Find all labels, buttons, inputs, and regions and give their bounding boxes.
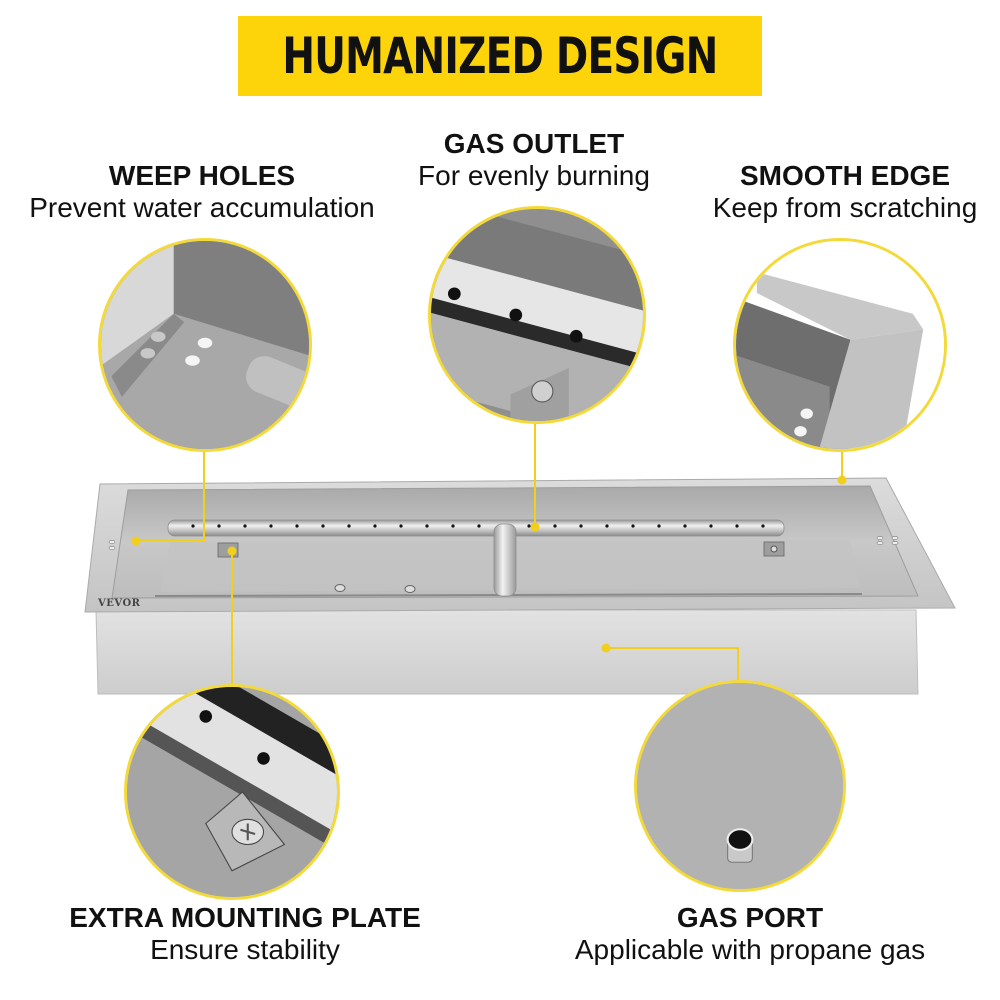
smooth-edge-detail-image bbox=[733, 238, 947, 452]
callout-title: GAS OUTLET bbox=[443, 128, 625, 159]
callout-subtitle: Keep from scratching bbox=[712, 192, 978, 224]
callout-subtitle: For evenly burning bbox=[418, 160, 650, 192]
callout-title: WEEP HOLES bbox=[108, 160, 296, 191]
title-banner: HUMANIZED DESIGN bbox=[238, 16, 762, 96]
brand-logo: VEVOR bbox=[97, 598, 141, 609]
callout-subtitle: Prevent water accumulation bbox=[29, 192, 375, 224]
banner-title: HUMANIZED DESIGN bbox=[282, 27, 718, 85]
gas-outlet-detail-image bbox=[428, 206, 646, 424]
callout-subtitle: Applicable with propane gas bbox=[574, 934, 926, 966]
callout-title: SMOOTH EDGE bbox=[739, 160, 950, 191]
callout-subtitle: Ensure stability bbox=[150, 934, 340, 966]
weep-holes-detail-image bbox=[98, 238, 312, 452]
mounting-plate-detail-image bbox=[124, 684, 340, 900]
callout-smooth-edge: SMOOTH EDGE Keep from scratching bbox=[690, 160, 1000, 224]
gas-port-detail-image bbox=[634, 680, 846, 892]
callout-extra-mounting-plate: EXTRA MOUNTING PLATE Ensure stability bbox=[30, 902, 460, 966]
callout-title: EXTRA MOUNTING PLATE bbox=[69, 902, 421, 933]
callout-weep-holes: WEEP HOLES Prevent water accumulation bbox=[0, 160, 404, 224]
callout-title: GAS PORT bbox=[676, 902, 824, 933]
callout-gas-port: GAS PORT Applicable with propane gas bbox=[540, 902, 960, 966]
callout-gas-outlet: GAS OUTLET For evenly burning bbox=[394, 128, 674, 192]
